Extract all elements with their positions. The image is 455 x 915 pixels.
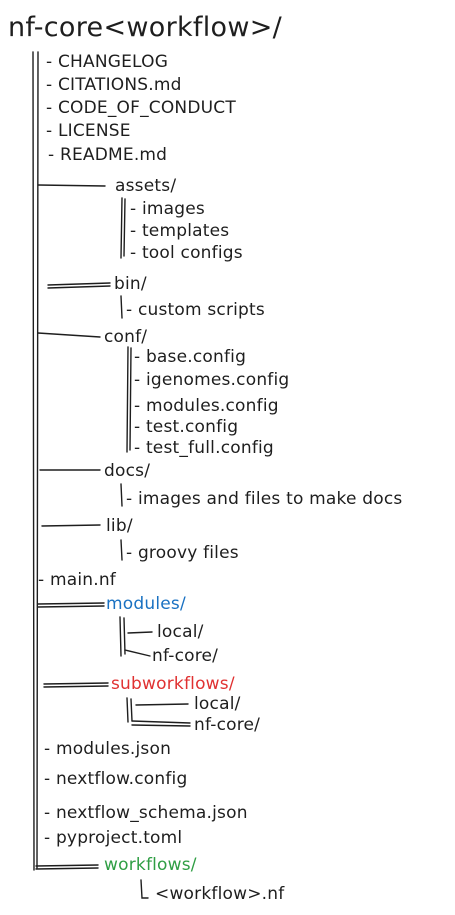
workflows-children-stem: [140, 879, 149, 899]
conf-child-modules-config: - modules.config: [134, 396, 279, 416]
modules-children-stem: [119, 616, 122, 657]
modules-nfcore-branch: [124, 649, 151, 657]
folder-conf: conf/: [104, 327, 148, 347]
modules-children-stem-2: [123, 617, 126, 655]
root-file-citations: - CITATIONS.md: [46, 75, 182, 95]
subworkflows-branch-2: [43, 685, 109, 688]
conf-children-stem: [126, 346, 129, 453]
assets-child-templates: - templates: [130, 221, 230, 241]
workflows-child-workflow-nf: <workflow>.nf: [155, 884, 285, 904]
root-file-code-of-conduct: - CODE_OF_CONDUCT: [46, 98, 236, 118]
modules-branch-2: [37, 605, 105, 608]
lib-children-stem: [120, 539, 123, 561]
folder-subworkflows: subworkflows/: [111, 674, 235, 694]
bin-branch: [47, 282, 111, 286]
subworkflows-local-branch: [135, 703, 189, 706]
subworkflows-children-stem: [126, 697, 129, 723]
modules-branch: [37, 602, 105, 605]
root-file-modules-json: - modules.json: [44, 739, 172, 759]
docs-children-stem: [120, 483, 123, 507]
folder-workflows: workflows/: [104, 855, 197, 875]
conf-child-igenomes-config: - igenomes.config: [134, 370, 290, 390]
subworkflows-nfcore-branch-2: [131, 724, 191, 727]
workflows-branch: [35, 864, 99, 867]
assets-children-stem: [120, 197, 123, 259]
root-file-pyproject-toml: - pyproject.toml: [44, 828, 183, 848]
subworkflows-child-local: local/: [194, 694, 241, 714]
conf-child-test-config: - test.config: [134, 417, 239, 437]
trunk-line-left: [32, 51, 35, 871]
trunk-line-right: [36, 51, 39, 869]
root-file-license: - LICENSE: [46, 121, 131, 141]
lib-branch: [41, 524, 101, 527]
modules-local-branch: [127, 631, 153, 634]
subworkflows-child-nf-core: nf-core/: [194, 715, 261, 735]
root-file-changelog: - CHANGELOG: [46, 52, 169, 72]
assets-child-images: - images: [130, 199, 205, 219]
modules-child-local: local/: [157, 622, 204, 642]
assets-child-tool-configs: - tool configs: [130, 243, 243, 263]
docs-child-images-and-files: - images and files to make docs: [126, 489, 403, 509]
conf-child-test-full-config: - test_full.config: [134, 438, 274, 458]
subworkflows-children-stem-2: [130, 698, 133, 722]
conf-children-stem-2: [129, 347, 132, 451]
root-file-nextflow-schema-json: - nextflow_schema.json: [44, 803, 248, 823]
lib-child-groovy-files: - groovy files: [126, 543, 239, 563]
bin-child-custom-scripts: - custom scripts: [126, 300, 265, 320]
root-file-main-nf: - main.nf: [38, 570, 116, 590]
root-file-nextflow-config: - nextflow.config: [44, 769, 188, 789]
workflows-branch-2: [35, 867, 99, 870]
subworkflows-nfcore-branch: [131, 720, 191, 724]
subworkflows-branch: [43, 682, 109, 685]
folder-docs: docs/: [104, 461, 151, 481]
folder-modules: modules/: [106, 594, 186, 614]
assets-branch: [37, 184, 106, 187]
conf-child-base-config: - base.config: [134, 347, 247, 367]
bin-children-stem: [120, 295, 123, 319]
conf-branch: [37, 332, 101, 338]
root-file-readme: - README.md: [48, 145, 168, 165]
modules-child-nf-core: nf-core/: [152, 646, 219, 666]
root-folder-title: nf-core<workflow>/: [8, 12, 283, 43]
bin-branch-2: [47, 285, 111, 289]
folder-bin: bin/: [114, 274, 147, 294]
assets-children-stem-2: [123, 198, 126, 257]
folder-assets: assets/: [115, 176, 177, 196]
folder-lib: lib/: [106, 516, 133, 536]
